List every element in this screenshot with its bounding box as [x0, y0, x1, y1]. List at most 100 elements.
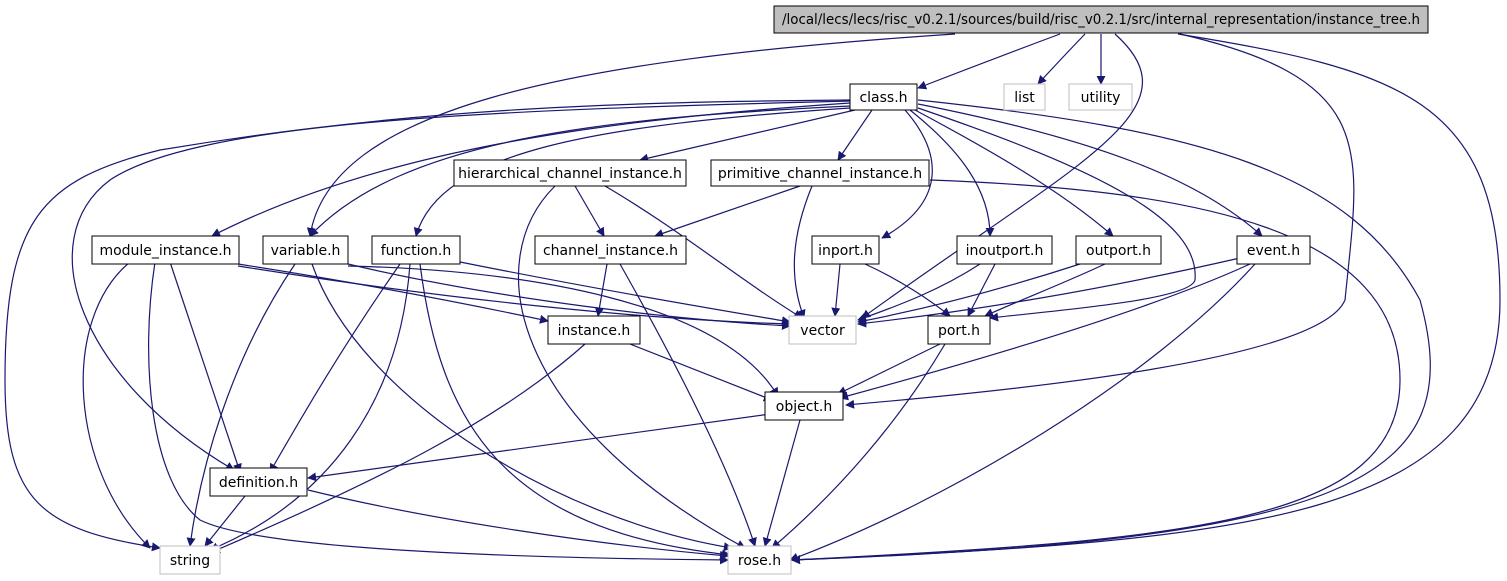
edge-instance-string [211, 343, 586, 553]
node-event-label: event.h [1247, 243, 1300, 259]
node-definition-label: definition.h [219, 475, 298, 491]
node-string-label: string [170, 553, 210, 569]
node-hier-box [453, 159, 687, 187]
node-utility-box [1068, 83, 1133, 111]
node-outport-box [1075, 235, 1162, 265]
edge-prim-rose [791, 179, 1401, 565]
edge-hier-channel [574, 185, 605, 237]
edge-definition-rose [307, 489, 729, 560]
node-port-box [927, 315, 991, 345]
node-root-label: /local/lecs/lecs/risc_v0.2.1/sources/bui… [782, 12, 1420, 28]
node-variable-box [262, 235, 349, 265]
edge-module-rose [148, 261, 729, 565]
edge-function-string [209, 263, 411, 552]
edge-class-definition [71, 100, 851, 471]
edge-channel-instance [594, 263, 608, 317]
edge-module-instance [237, 263, 549, 324]
node-root-box [773, 5, 1429, 34]
node-hier-label: hierarchical_channel_instance.h [458, 166, 682, 182]
edge-root-object [845, 33, 1355, 409]
edge-variable-string [186, 263, 296, 547]
node-prim[interactable]: primitive_channel_instance.h [710, 159, 930, 187]
node-prim-label: primitive_channel_instance.h [718, 166, 922, 182]
dependency-edges [4, 33, 1501, 565]
edge-root-vector [861, 33, 1144, 319]
edge-object-rose [762, 419, 801, 547]
node-rose-box [727, 545, 792, 575]
node-definition[interactable]: definition.h [209, 467, 308, 497]
edge-variable-vector [347, 263, 791, 331]
node-channel[interactable]: channel_instance.h [534, 235, 687, 265]
edge-class-prim [837, 109, 873, 161]
node-hier[interactable]: hierarchical_channel_instance.h [453, 159, 687, 187]
node-object-box [764, 391, 844, 421]
node-rose-label: rose.h [738, 553, 781, 569]
edge-function-definition [269, 263, 401, 473]
node-prim-box [710, 159, 930, 187]
edge-inport-vector [831, 263, 841, 317]
node-instance-label: instance.h [558, 323, 631, 339]
edge-class-function [413, 107, 851, 237]
edge-outport-vector [857, 263, 1081, 325]
edge-class-inoutport [909, 109, 995, 237]
node-vector-box [788, 315, 857, 345]
edge-instance-object [629, 343, 773, 402]
edge-port-rose [771, 343, 946, 549]
edge-class-string [4, 99, 851, 552]
node-utility[interactable]: utility [1068, 83, 1133, 111]
edge-class-hier [639, 109, 856, 163]
edge-prim-vector [793, 185, 813, 319]
edge-prim-channel [654, 185, 801, 238]
edge-module-vector [237, 265, 791, 329]
node-inport[interactable]: inport.h [811, 235, 880, 265]
node-definition-box [209, 467, 308, 497]
edge-function-rose [419, 263, 731, 559]
edge-object-definition [307, 413, 771, 482]
node-inoutport-label: inoutport.h [966, 243, 1044, 259]
node-module-box [91, 235, 240, 265]
edge-event-rose [789, 263, 1256, 562]
node-outport[interactable]: outport.h [1075, 235, 1162, 265]
node-instance-box [547, 315, 641, 345]
edge-port-object [837, 343, 941, 395]
edge-definition-string [204, 495, 246, 547]
node-inoutport[interactable]: inoutport.h [956, 235, 1053, 265]
edge-hier-rose [518, 185, 746, 549]
node-instance[interactable]: instance.h [547, 315, 641, 345]
node-outport-label: outport.h [1086, 243, 1151, 259]
edge-root-variable [306, 33, 956, 237]
node-string[interactable]: string [159, 545, 221, 575]
node-class-label: class.h [859, 90, 907, 106]
edge-root-rose [791, 33, 1501, 565]
node-class-box [849, 83, 918, 111]
node-root[interactable]: /local/lecs/lecs/risc_v0.2.1/sources/bui… [773, 5, 1429, 34]
node-vector-label: vector [800, 323, 845, 339]
node-event[interactable]: event.h [1236, 235, 1311, 265]
node-function-box [371, 235, 461, 265]
node-variable[interactable]: variable.h [262, 235, 349, 265]
node-string-box [159, 545, 221, 575]
edge-class-event [917, 103, 1263, 237]
edge-class-port [917, 107, 1196, 322]
node-rose[interactable]: rose.h [727, 545, 792, 575]
node-vector[interactable]: vector [788, 315, 857, 345]
node-module[interactable]: module_instance.h [91, 235, 240, 265]
node-list-box [1003, 83, 1046, 111]
node-function[interactable]: function.h [371, 235, 461, 265]
node-channel-label: channel_instance.h [543, 243, 678, 259]
node-list-label: list [1014, 90, 1035, 106]
file-nodes: /local/lecs/lecs/risc_v0.2.1/sources/bui… [91, 5, 1429, 575]
edge-hier-vector [604, 185, 803, 319]
node-utility-label: utility [1081, 90, 1121, 106]
node-module-label: module_instance.h [99, 243, 231, 259]
edge-event-object [839, 263, 1251, 401]
edge-inport-port [864, 263, 951, 317]
node-port[interactable]: port.h [927, 315, 991, 345]
node-class[interactable]: class.h [849, 83, 918, 111]
node-object[interactable]: object.h [764, 391, 844, 421]
node-channel-box [534, 235, 687, 265]
edge-module-definition [169, 261, 242, 473]
edge-event-vector [857, 257, 1241, 328]
edge-function-vector [459, 261, 791, 326]
node-list[interactable]: list [1003, 83, 1046, 111]
